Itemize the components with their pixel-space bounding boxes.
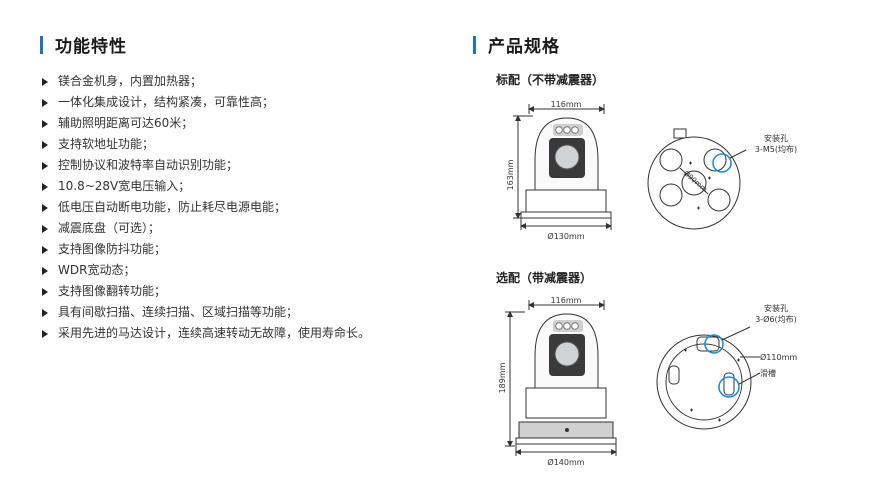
feature-text: 低电压自动断电功能，防止耗尽电源电能； [58,200,287,214]
bullet-icon [42,309,48,317]
feature-item: 低电压自动断电功能，防止耗尽电源电能； [40,197,370,218]
feature-text: 10.8~28V宽电压输入； [58,179,191,193]
optional-height-label: 189mm [498,362,507,393]
optional-camera-side-view [505,300,617,456]
feature-item: 支持软地址功能； [40,134,370,155]
optional-heading: 选配（带减震器） [496,271,593,285]
bullet-icon [42,141,48,149]
bullet-icon [42,99,48,107]
bullet-icon [42,183,48,191]
feature-text: 具有间歇扫描、连续扫描、区域扫描等功能； [58,305,299,319]
optional-hole-label-2: 3-Ø6(均布) [755,314,797,324]
standard-camera-side-view [513,104,612,230]
standard-base-label: Ø130mm [547,231,584,241]
feature-item: 镁合金机身，内置加热器； [40,71,370,92]
standard-heading: 标配（不带减震器） [496,73,605,87]
standard-base-top-view [647,128,747,230]
feature-text: 镁合金机身，内置加热器； [58,74,203,88]
bullet-icon [42,204,48,212]
feature-item: 10.8~28V宽电压输入； [40,176,370,197]
bullet-icon [42,78,48,86]
standard-hole-label-2: 3-M5(均布) [755,144,797,154]
bullet-icon [42,288,48,296]
feature-item: 采用先进的马达设计，连续高速转动无故障，使用寿命长。 [40,323,370,344]
bullet-icon [42,267,48,275]
features-header: 功能特性 [40,32,127,57]
feature-text: 减震底盘（可选）； [58,221,161,235]
feature-text: WDR宽动态； [58,263,136,277]
accent-bar [40,35,43,54]
features-title: 功能特性 [55,37,127,57]
optional-slot-label: 滑槽 [760,368,776,378]
feature-text: 支持软地址功能； [58,137,155,151]
feature-item: 辅助照明距离可达60米； [40,113,370,134]
feature-item: 支持图像防抖功能； [40,239,370,260]
optional-dia-label: Ø110mm [760,352,797,362]
feature-item: 一体化集成设计，结构紧凑，可靠性高； [40,92,370,113]
optional-width-label: 116mm [551,296,582,305]
feature-text: 一体化集成设计，结构紧凑，可靠性高； [58,95,275,109]
bullet-icon [42,246,48,254]
feature-item: WDR宽动态； [40,260,370,281]
optional-hole-label-1: 安装孔 [764,303,788,313]
specs-header: 产品规格 [473,32,560,57]
optional-base-top-view [656,326,761,430]
standard-width-label: 116mm [551,100,582,109]
standard-hole-label-1: 安装孔 [764,133,788,143]
standard-height-label: 163mm [506,159,515,190]
feature-item: 支持图像翻转功能； [40,281,370,302]
feature-item: 控制协议和波特率自动识别功能； [40,155,370,176]
feature-text: 控制协议和波特率自动识别功能； [58,158,239,172]
bullet-icon [42,330,48,338]
feature-list: 镁合金机身，内置加热器； 一体化集成设计，结构紧凑，可靠性高； 辅助照明距离可达… [40,71,370,344]
feature-text: 支持图像翻转功能； [58,284,167,298]
feature-text: 采用先进的马达设计，连续高速转动无故障，使用寿命长。 [58,326,371,340]
feature-text: 支持图像防抖功能； [58,242,167,256]
specs-title: 产品规格 [488,37,560,57]
bullet-icon [42,120,48,128]
bullet-icon [42,162,48,170]
bullet-icon [42,225,48,233]
feature-text: 辅助照明距离可达60米； [58,116,194,130]
accent-bar [473,35,476,54]
optional-base-label: Ø140mm [547,457,584,467]
feature-item: 减震底盘（可选）； [40,218,370,239]
feature-item: 具有间歇扫描、连续扫描、区域扫描等功能； [40,302,370,323]
